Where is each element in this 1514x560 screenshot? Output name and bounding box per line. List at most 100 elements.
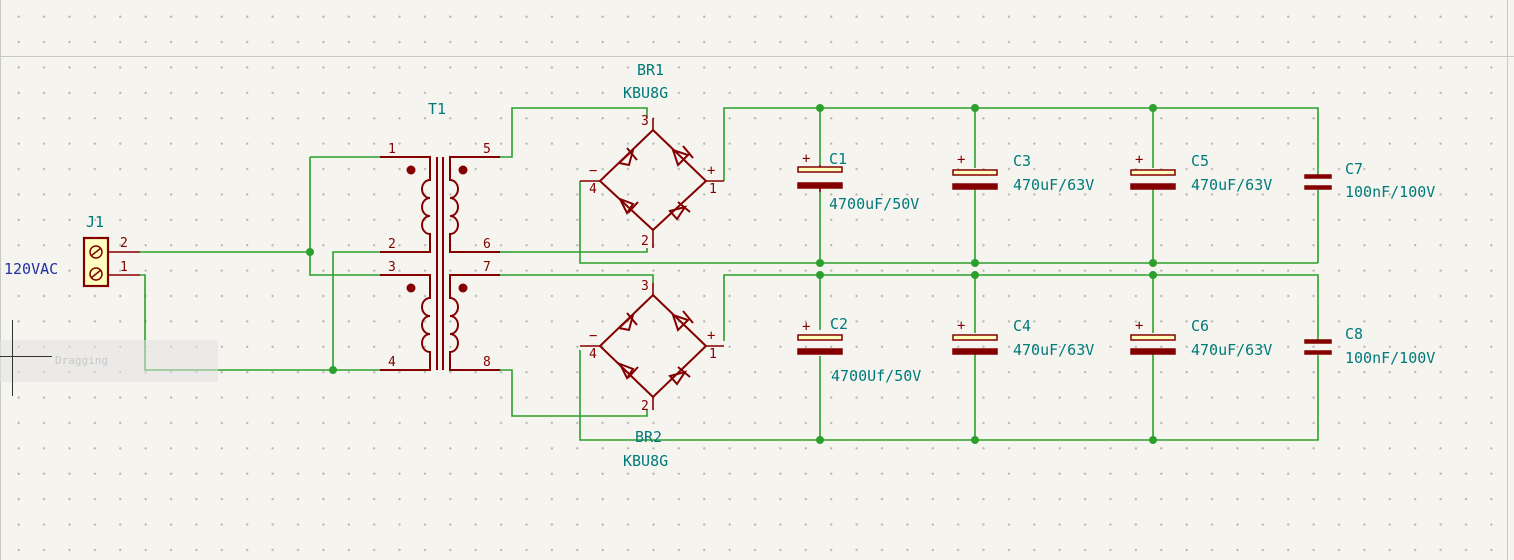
capacitor-c7[interactable]: C7 100nF/100V bbox=[1304, 160, 1435, 201]
bridge-pins bbox=[580, 118, 724, 248]
bridge-diamond bbox=[598, 293, 708, 399]
connector-body bbox=[82, 236, 110, 288]
ref-c1: C1 bbox=[829, 150, 847, 168]
value-c5: 470uF/63V bbox=[1191, 176, 1272, 194]
junction-dot bbox=[1149, 271, 1157, 279]
polarity-dot bbox=[458, 165, 468, 175]
polarity-dot bbox=[406, 283, 416, 293]
plus-sign: + bbox=[802, 319, 810, 335]
junction-dot bbox=[816, 436, 824, 444]
junction-dot bbox=[971, 104, 979, 112]
screw-terminal-icon bbox=[89, 245, 103, 259]
plus-sign: + bbox=[707, 328, 715, 344]
junction-dot bbox=[1149, 104, 1157, 112]
capacitor-c8[interactable]: C8 100nF/100V bbox=[1304, 325, 1435, 367]
wire-br2-plus-rail[interactable] bbox=[723, 274, 1319, 341]
value-c4: 470uF/63V bbox=[1013, 341, 1094, 359]
bridge-pins bbox=[580, 283, 724, 410]
wire-br2-minus-rail[interactable] bbox=[579, 350, 1319, 441]
pin-number: 5 bbox=[483, 142, 491, 157]
capacitor-c5[interactable]: + C5 470uF/63V bbox=[1130, 152, 1272, 194]
pin-number: 2 bbox=[641, 234, 649, 249]
capacitor-c6[interactable]: + C6 470uF/63V bbox=[1130, 317, 1272, 359]
wire-t1-pin8-br2[interactable] bbox=[500, 369, 648, 417]
ref-c2: C2 bbox=[830, 315, 848, 333]
ref-c3: C3 bbox=[1013, 152, 1031, 170]
wire-br1-plus-rail[interactable] bbox=[723, 107, 1319, 181]
connector-j1[interactable]: 2 1 J1 120VAC bbox=[4, 213, 140, 288]
plus-sign: + bbox=[1135, 318, 1143, 334]
junction-dot bbox=[816, 259, 824, 267]
pin-number: 6 bbox=[483, 237, 491, 252]
capacitor-c3[interactable]: + C3 470uF/63V bbox=[952, 152, 1094, 194]
value-br1: KBU8G bbox=[623, 84, 668, 102]
drag-tooltip: Dragging bbox=[0, 340, 218, 382]
crosshair-cursor-icon bbox=[12, 320, 13, 396]
value-c3: 470uF/63V bbox=[1013, 176, 1094, 194]
wire-t1-pin5-br1[interactable] bbox=[500, 107, 648, 158]
wire-br1-pin2[interactable] bbox=[512, 248, 648, 253]
junction-dot bbox=[971, 271, 979, 279]
bridge-rectifier-br1[interactable]: BR1 KBU8G − + 3 4 1 2 bbox=[580, 61, 724, 249]
wire-t1-pin1-pin3[interactable] bbox=[309, 157, 380, 276]
plus-sign: + bbox=[957, 152, 965, 168]
value-c6: 470uF/63V bbox=[1191, 341, 1272, 359]
wires[interactable] bbox=[140, 107, 1319, 441]
pin-number: 2 bbox=[388, 237, 396, 252]
wire-t1-pin7-br2[interactable] bbox=[500, 274, 654, 283]
ref-c7: C7 bbox=[1345, 160, 1363, 178]
value-c2: 4700Uf/50V bbox=[831, 367, 921, 385]
bridge-rectifier-br2[interactable]: BR2 KBU8G − + 3 4 1 2 bbox=[580, 279, 724, 470]
plus-sign: + bbox=[1135, 152, 1143, 168]
pin-number: 4 bbox=[589, 347, 597, 362]
pin-number: 3 bbox=[641, 114, 649, 129]
ref-c5: C5 bbox=[1191, 152, 1209, 170]
junction-dot bbox=[1149, 436, 1157, 444]
plus-sign: + bbox=[957, 318, 965, 334]
connector-pins bbox=[108, 251, 140, 276]
pin-number: 3 bbox=[388, 260, 396, 275]
value-c8: 100nF/100V bbox=[1345, 349, 1435, 367]
pin-number: 2 bbox=[641, 399, 649, 414]
ref-br2: BR2 bbox=[635, 428, 662, 446]
pin-number: 2 bbox=[120, 236, 128, 251]
pin-number: 1 bbox=[388, 142, 396, 157]
pin-number: 8 bbox=[483, 355, 491, 370]
pin-number: 1 bbox=[709, 347, 717, 362]
bridge-diamond bbox=[598, 128, 708, 232]
minus-sign: − bbox=[589, 328, 597, 344]
junction-dot bbox=[971, 436, 979, 444]
value-j1: 120VAC bbox=[4, 260, 58, 278]
sheet-border-right bbox=[1507, 0, 1508, 560]
ref-br1: BR1 bbox=[637, 61, 664, 79]
transformer-t1[interactable]: T1 1 2 3 4 5 6 7 8 bbox=[380, 100, 500, 371]
ref-c4: C4 bbox=[1013, 317, 1031, 335]
plus-sign: + bbox=[707, 163, 715, 179]
primary-winding-upper bbox=[380, 156, 431, 253]
minus-sign: − bbox=[589, 163, 597, 179]
value-c1: 4700uF/50V bbox=[829, 195, 919, 213]
wire-br1-minus[interactable] bbox=[579, 181, 1318, 264]
primary-winding-lower bbox=[380, 274, 431, 371]
sheet-border-top bbox=[0, 56, 1514, 57]
junction-dot bbox=[306, 248, 314, 256]
diode-icon bbox=[616, 145, 694, 221]
junctions bbox=[306, 104, 1157, 444]
polarity-dot bbox=[458, 283, 468, 293]
ref-c8: C8 bbox=[1345, 325, 1363, 343]
secondary-winding-lower bbox=[449, 274, 500, 371]
capacitor-c1[interactable]: + C1 4700uF/50V bbox=[797, 150, 919, 213]
wire-j1-pin1[interactable] bbox=[140, 274, 380, 371]
secondary-winding-upper bbox=[449, 156, 500, 253]
pin-number: 1 bbox=[120, 260, 128, 275]
plus-sign: + bbox=[802, 151, 810, 167]
junction-dot bbox=[329, 366, 337, 374]
value-br2: KBU8G bbox=[623, 452, 668, 470]
pin-number: 3 bbox=[641, 279, 649, 294]
capacitor-c4[interactable]: + C4 470uF/63V bbox=[952, 317, 1094, 359]
capacitor-c2[interactable]: + C2 4700Uf/50V bbox=[797, 315, 921, 385]
screw-terminal-icon bbox=[89, 267, 103, 281]
ref-c6: C6 bbox=[1191, 317, 1209, 335]
wire-t1-pin2[interactable] bbox=[332, 251, 380, 370]
